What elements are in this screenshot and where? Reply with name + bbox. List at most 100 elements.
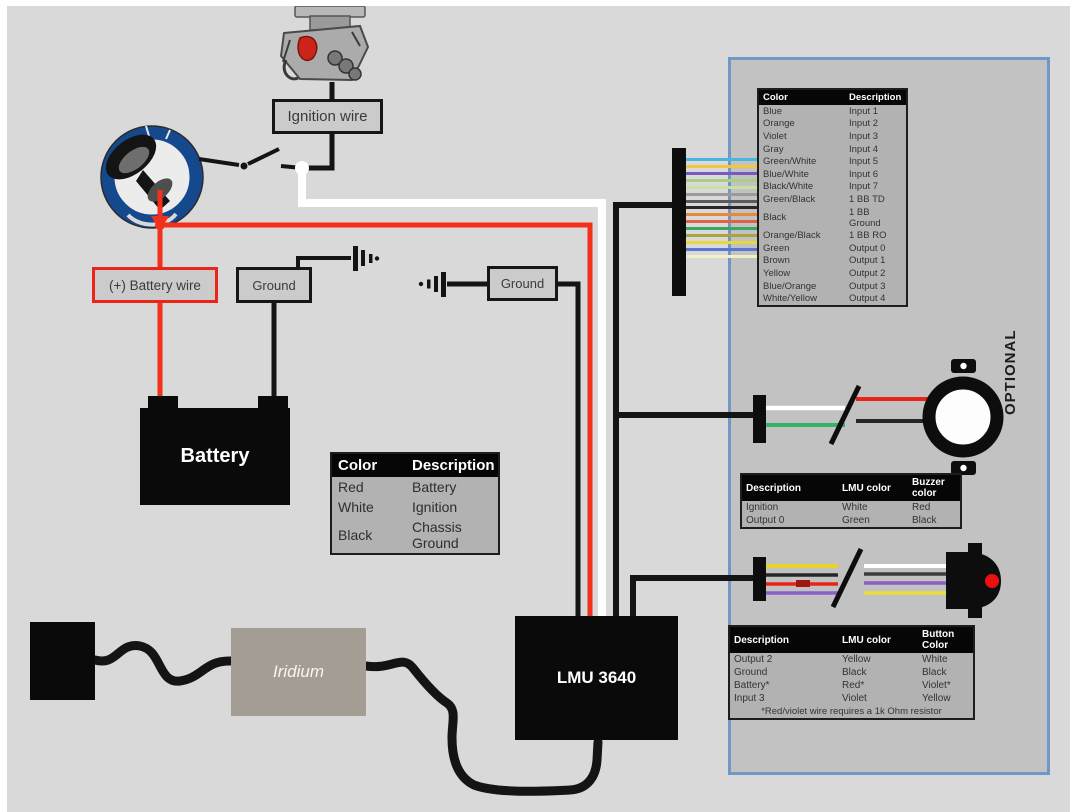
table-cell: Output 1 bbox=[849, 255, 886, 267]
table-cell: Violet bbox=[763, 130, 787, 142]
button-connector bbox=[753, 557, 766, 601]
table-cell: Orange/Black bbox=[763, 230, 821, 242]
battery-wire-box: (+) Battery wire bbox=[92, 267, 218, 303]
harness-wire bbox=[686, 164, 762, 168]
ground-box-2: Ground bbox=[487, 266, 558, 301]
table-cell: Green/White bbox=[763, 156, 817, 168]
battery-box: Battery bbox=[140, 408, 290, 505]
button-icon bbox=[946, 552, 1001, 609]
engine-illustration bbox=[279, 5, 370, 82]
harness-wire bbox=[686, 199, 762, 203]
table-cell: Output 0 bbox=[849, 242, 886, 254]
column-header: Description bbox=[741, 474, 838, 501]
table-cell: White bbox=[842, 502, 868, 513]
harness-wire bbox=[686, 247, 762, 251]
iridium-label: Iridium bbox=[272, 662, 324, 681]
ground-wires bbox=[271, 281, 581, 620]
harness-wire bbox=[686, 227, 762, 231]
table-cell: Violet* bbox=[922, 680, 951, 691]
table-cell: Output 2 bbox=[734, 654, 773, 665]
resistor-mark bbox=[796, 580, 810, 587]
ground-box-1: Ground bbox=[236, 267, 312, 303]
table-cell: Input 4 bbox=[849, 143, 879, 155]
iridium-box: Iridium bbox=[231, 628, 366, 716]
page-edge bbox=[0, 0, 1070, 6]
table-cell: Black bbox=[338, 527, 373, 543]
table-cell: Black bbox=[763, 212, 787, 224]
comm-cables bbox=[90, 641, 603, 796]
table-cell: White bbox=[922, 654, 948, 665]
chassis-ground-icon bbox=[418, 272, 488, 297]
harness-wire bbox=[686, 213, 762, 217]
ground-label: Ground bbox=[500, 276, 545, 291]
harness-wire bbox=[686, 185, 762, 189]
antenna-cable bbox=[90, 641, 236, 686]
column-header: LMU color bbox=[838, 474, 908, 501]
table-cell: Input 6 bbox=[849, 168, 879, 180]
table-cell: Brown bbox=[763, 255, 790, 267]
table-cell: Green bbox=[842, 515, 870, 526]
buzzer-icon bbox=[922, 376, 1004, 458]
table-cell: Black bbox=[922, 667, 947, 678]
ignition-wire-label: Ignition wire bbox=[287, 108, 368, 125]
table-cell: Output 2 bbox=[849, 267, 886, 279]
battery-wire-label: (+) Battery wire bbox=[109, 277, 201, 293]
battery-terminal bbox=[148, 396, 178, 410]
table-cell: Yellow bbox=[922, 693, 951, 704]
table-cell: Input 2 bbox=[849, 118, 879, 130]
table-cell: White/Yellow bbox=[763, 293, 818, 305]
column-header: Description bbox=[845, 89, 907, 105]
table-cell: Black bbox=[842, 667, 867, 678]
wire-harness-ribbon bbox=[686, 158, 762, 258]
antenna-block bbox=[30, 622, 95, 700]
column-header: LMU color bbox=[838, 626, 918, 653]
table-cell: Input 3 bbox=[734, 693, 765, 704]
red-battery-wire bbox=[151, 190, 593, 620]
harness-wire bbox=[686, 241, 762, 245]
lmu-label: LMU 3640 bbox=[556, 668, 637, 687]
table-cell: Input 7 bbox=[849, 181, 879, 193]
table-cell: Blue/White bbox=[763, 168, 809, 180]
key-switch bbox=[100, 125, 204, 229]
table-cell: Orange bbox=[763, 118, 795, 130]
table-cell: Input 1 bbox=[849, 105, 879, 117]
buzzer-connector bbox=[753, 395, 766, 443]
table-cell: Red* bbox=[842, 680, 865, 691]
harness-wire bbox=[686, 220, 762, 224]
harness-wire bbox=[686, 178, 762, 182]
button-led bbox=[985, 574, 999, 588]
column-header: Buzzer color bbox=[908, 474, 961, 501]
table-cell: Violet bbox=[842, 693, 867, 704]
optional-branch-wires bbox=[613, 202, 754, 620]
column-header: Button Color bbox=[918, 626, 974, 653]
column-header: Description bbox=[406, 453, 499, 477]
table-cell: Gray bbox=[763, 143, 784, 155]
harness-wire bbox=[686, 254, 762, 258]
table-cell: Yellow bbox=[842, 654, 871, 665]
table-cell: Battery* bbox=[734, 680, 770, 691]
optional-panel-label: OPTIONAL bbox=[1002, 329, 1019, 415]
table-cell: Red bbox=[912, 502, 931, 513]
table-cell: 1 BB Ground bbox=[849, 206, 881, 229]
ground-label: Ground bbox=[252, 277, 296, 293]
table-cell: Output 4 bbox=[849, 293, 886, 305]
table-cell: Red bbox=[338, 479, 364, 495]
harness-connector bbox=[672, 148, 686, 296]
harness-wire bbox=[686, 171, 762, 175]
wire-break-slash bbox=[830, 547, 864, 609]
table-cell: White bbox=[338, 499, 374, 515]
table-cell: Ignition bbox=[412, 499, 458, 515]
table-cell: Ignition bbox=[746, 502, 779, 513]
table-cell: Battery bbox=[412, 479, 457, 495]
chassis-ground-icon bbox=[296, 246, 380, 271]
table-cell: Input 5 bbox=[849, 156, 879, 168]
table-cell: 1 BB RO bbox=[849, 230, 887, 242]
harness-wire bbox=[686, 192, 762, 196]
table-cell: Output 0 bbox=[746, 515, 785, 526]
table-cell: Output 3 bbox=[849, 280, 886, 292]
